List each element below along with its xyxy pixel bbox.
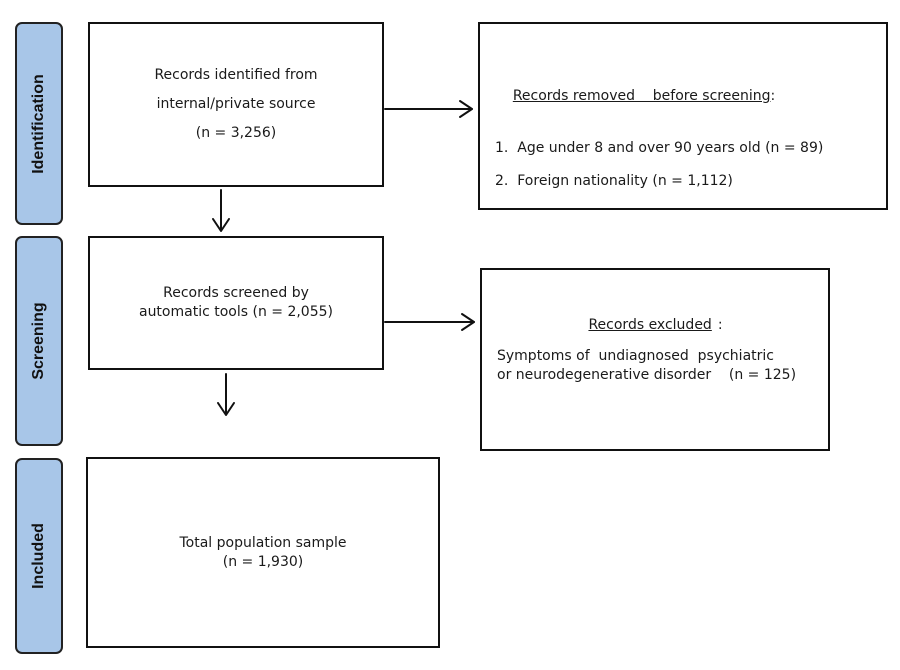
removed-item-age: 1. Age under 8 and over 90 years old (n … <box>495 139 824 156</box>
removed-colon: : <box>770 87 776 104</box>
excluded-colon: : <box>717 317 723 333</box>
identified-line1: Records identified from <box>154 67 318 84</box>
removed-heading-row: Records removed before screening: <box>495 68 872 125</box>
total-line1: Total population sample <box>179 534 347 551</box>
stage-identification: Identification <box>15 22 63 225</box>
arrow-to-excluded-head <box>461 313 475 331</box>
removed-heading: Records removed before screening <box>512 87 771 104</box>
excluded-heading: Records excluded <box>588 317 712 333</box>
identified-line2: internal/private source <box>156 96 316 113</box>
screened-box: Records screened by automatic tools (n =… <box>88 236 384 370</box>
arrow-to-total-head <box>217 402 235 416</box>
identified-box: Records identified from internal/private… <box>88 22 384 187</box>
removed-list: 1. Age under 8 and over 90 years old (n … <box>495 139 872 191</box>
total-line2: (n = 1,930) <box>222 553 304 570</box>
excluded-heading-row: Records excluded: <box>497 316 814 335</box>
stage-included: Included <box>15 458 63 654</box>
screened-line2: automatic tools (n = 2,055) <box>138 304 333 320</box>
identified-count: (n = 3,256) <box>195 124 277 141</box>
excluded-line1: Symptoms of undiagnosed psychiatric <box>497 347 774 364</box>
stage-screening: Screening <box>15 236 63 446</box>
excluded-box: Records excluded: Symptoms of undiagnose… <box>480 268 830 451</box>
removed-box: Records removed before screening: 1. Age… <box>478 22 888 210</box>
excluded-line2: or neurodegenerative disorder (n = 125) <box>497 366 797 383</box>
removed-item-nationality: 2. Foreign nationality (n = 1,112) <box>495 172 733 189</box>
arrow-to-removed-head <box>459 100 473 118</box>
screened-line1: Records screened by <box>163 285 309 302</box>
total-box: Total population sample (n = 1,930) <box>86 457 440 648</box>
arrow-to-screened-head <box>212 218 230 232</box>
